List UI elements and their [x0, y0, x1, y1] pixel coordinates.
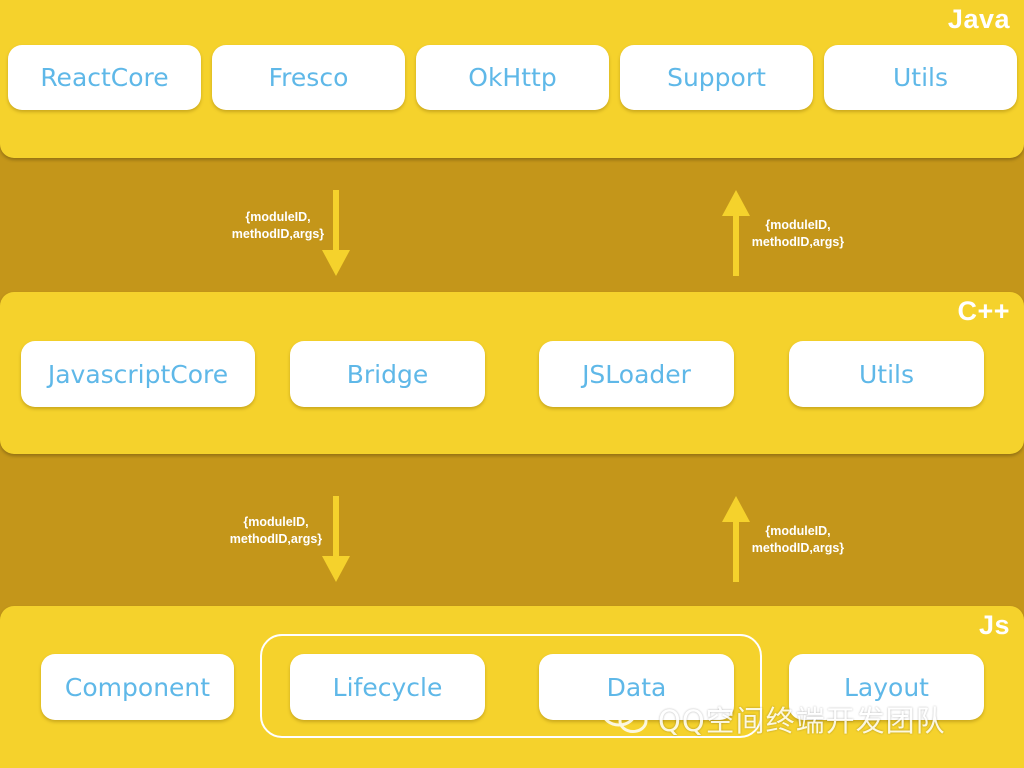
- module-jsloader: JSLoader: [539, 341, 734, 407]
- cpp-layer: C++ JavascriptCore Bridge JSLoader Utils: [0, 292, 1024, 454]
- module-support: Support: [620, 45, 813, 110]
- module-bridge: Bridge: [290, 341, 485, 407]
- module-java-utils: Utils: [824, 45, 1017, 110]
- module-data: Data: [539, 654, 734, 720]
- arrow-cpp-to-js: [322, 496, 350, 582]
- watermark-text: QQ空间终端开发团队: [658, 703, 946, 738]
- module-fresco: Fresco: [212, 45, 405, 110]
- java-layer-title: Java: [947, 4, 1010, 34]
- arrow-label-java-to-cpp: {moduleID, methodID,args}: [231, 210, 325, 241]
- java-layer: Java ReactCore Fresco OkHttp Support Uti…: [0, 0, 1024, 158]
- module-layout: Layout: [789, 654, 984, 720]
- js-layer-title: Js: [978, 610, 1010, 640]
- cpp-layer-title: C++: [957, 296, 1010, 326]
- js-layer: Js Component Lifecycle Data Layout: [0, 606, 1024, 768]
- module-javascriptcore: JavascriptCore: [21, 341, 255, 407]
- wechat-icon: [600, 696, 650, 741]
- lifecycle-data-group: [260, 634, 762, 738]
- arrow-java-to-cpp: [322, 190, 350, 276]
- arrow-js-to-cpp: [722, 496, 750, 582]
- module-okhttp: OkHttp: [416, 45, 609, 110]
- arrow-label-cpp-to-java: {moduleID, methodID,args}: [751, 218, 845, 249]
- arrow-label-js-to-cpp: {moduleID, methodID,args}: [751, 524, 845, 555]
- arrow-cpp-to-java: [722, 190, 750, 276]
- watermark: QQ空间终端开发团队: [600, 696, 946, 741]
- module-cpp-utils: Utils: [789, 341, 984, 407]
- module-reactcore: ReactCore: [8, 45, 201, 110]
- module-component: Component: [41, 654, 234, 720]
- arrow-label-cpp-to-js: {moduleID, methodID,args}: [229, 515, 323, 546]
- module-lifecycle: Lifecycle: [290, 654, 485, 720]
